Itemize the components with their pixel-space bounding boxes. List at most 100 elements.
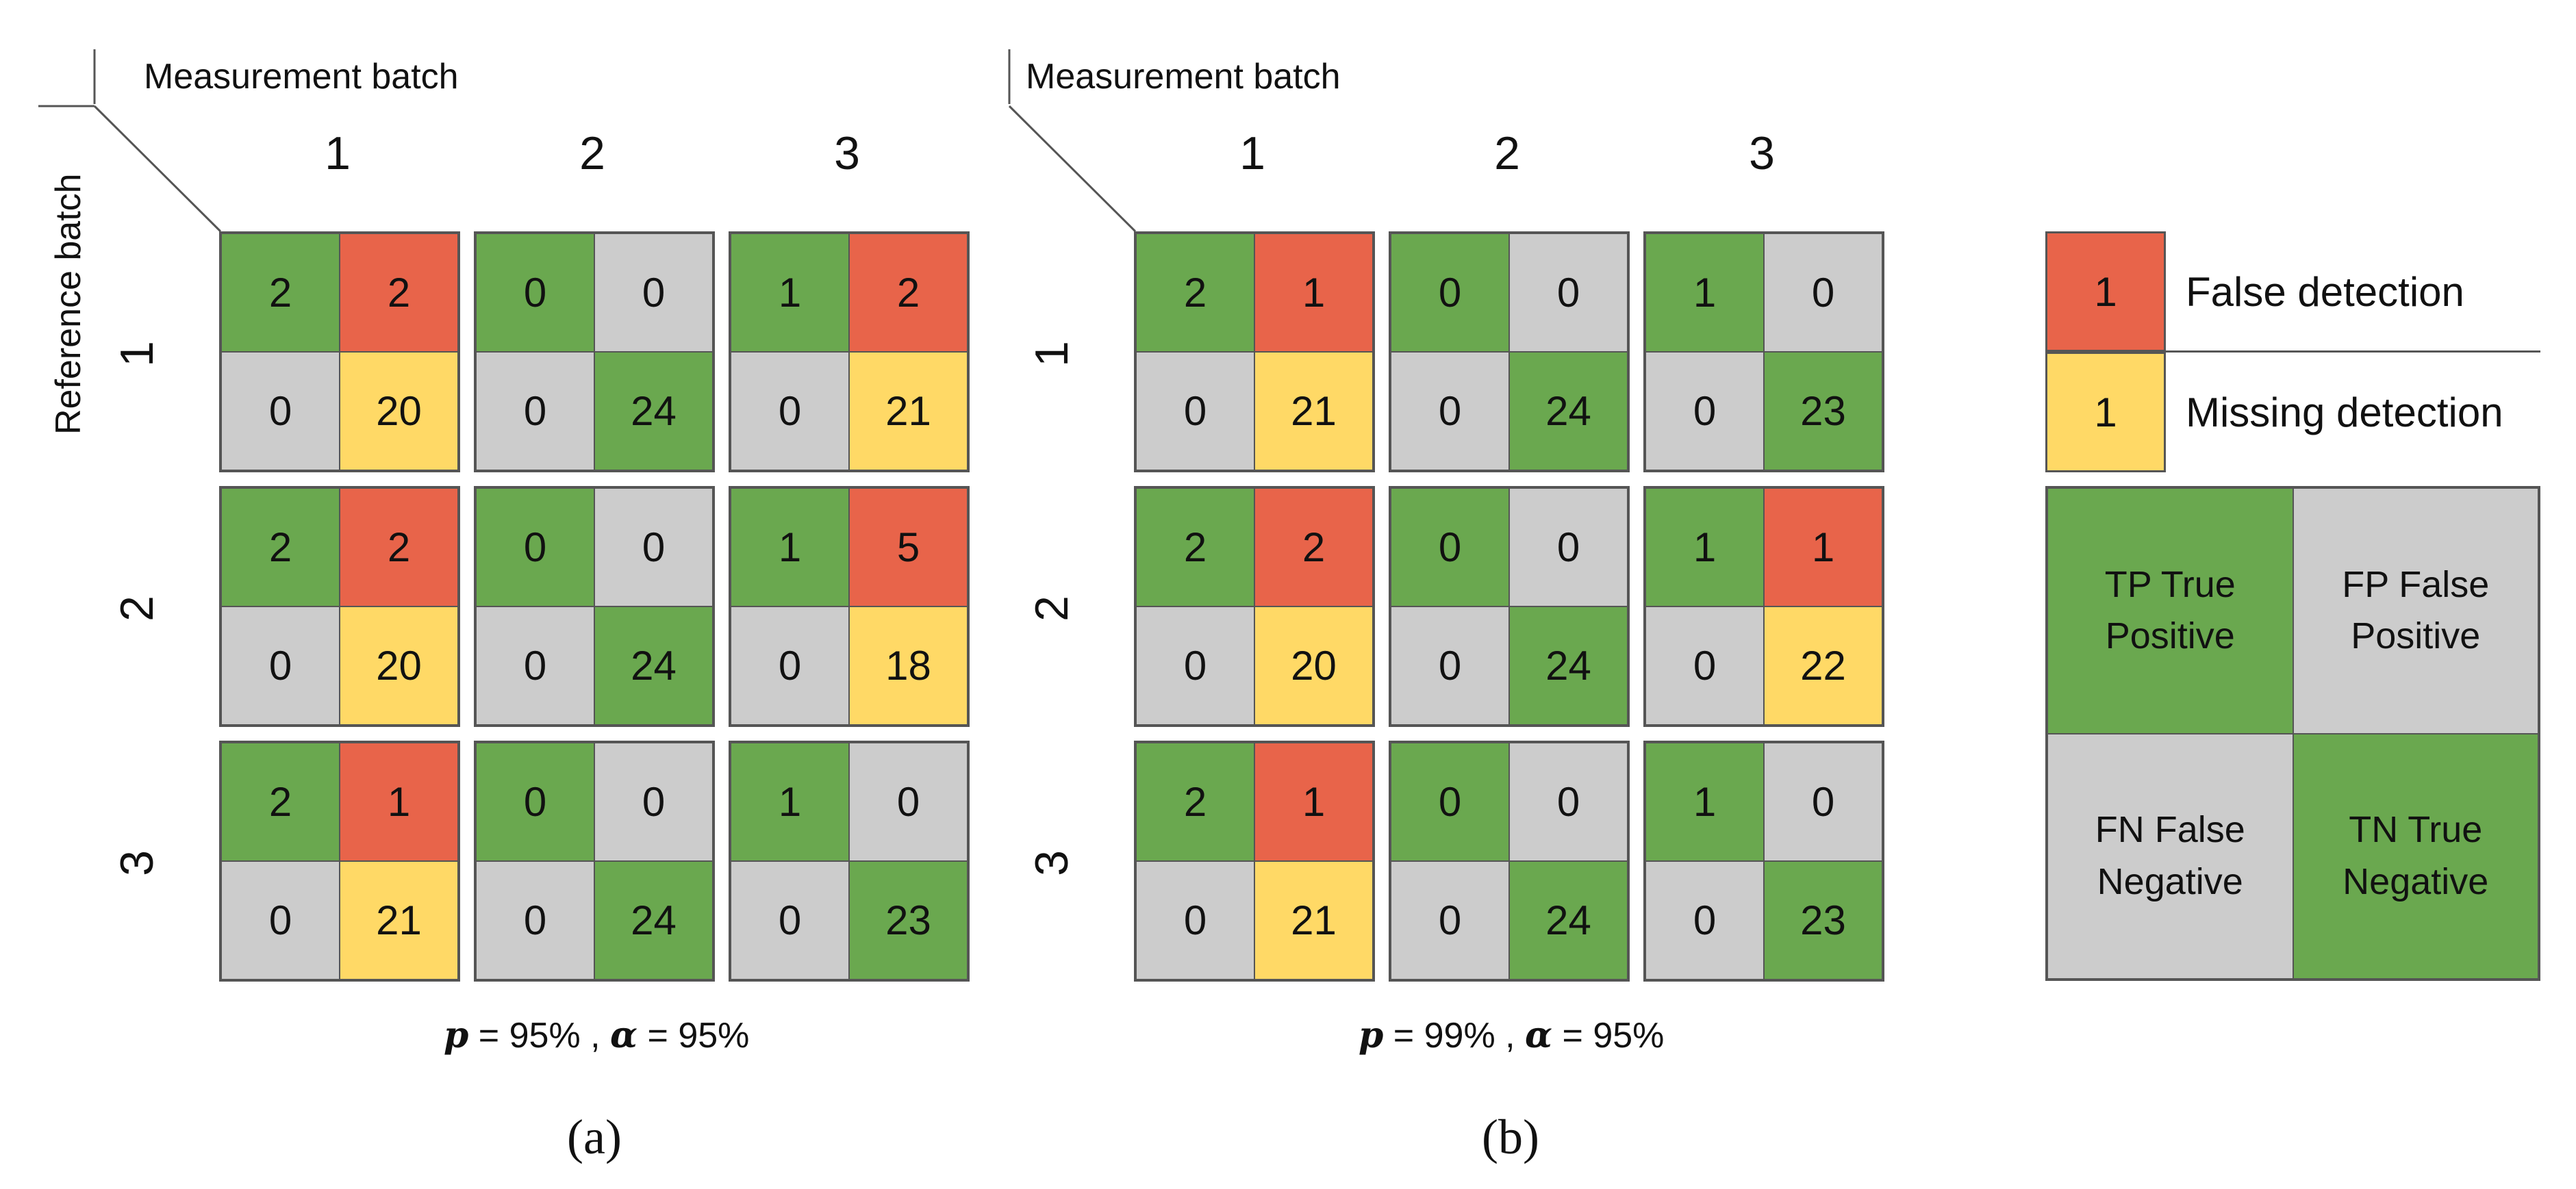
false-positive-cell: 1 bbox=[340, 743, 458, 861]
caption-alpha-value: = 95% bbox=[637, 1016, 750, 1056]
caption-p-value: = 99% , bbox=[1383, 1016, 1526, 1056]
caption-p-symbol: p bbox=[1359, 1014, 1384, 1056]
key-true-positive: TP True Positive bbox=[2047, 488, 2293, 734]
true-negative-cell: 20 bbox=[1254, 606, 1373, 725]
row-number-3: 3 bbox=[111, 850, 163, 876]
true-positive-cell: 1 bbox=[731, 743, 849, 861]
false-positive-cell: 2 bbox=[340, 488, 458, 606]
true-negative-cell: 20 bbox=[340, 606, 458, 725]
false-positive-cell: 0 bbox=[594, 233, 713, 352]
true-negative-cell: 21 bbox=[849, 352, 968, 470]
true-negative-cell: 24 bbox=[1509, 352, 1628, 470]
false-negative-cell: 0 bbox=[1136, 861, 1254, 980]
true-positive-cell: 2 bbox=[221, 233, 340, 352]
key-false-negative: FN False Negative bbox=[2047, 733, 2293, 979]
panel-a: Measurement batch Reference batch 1 2 3 … bbox=[0, 0, 970, 1189]
false-negative-cell: 0 bbox=[1391, 606, 1509, 725]
false-negative-cell: 0 bbox=[1645, 352, 1764, 470]
subfigure-label-a: (a) bbox=[567, 1110, 622, 1164]
legend-missing-detection-swatch: 1 bbox=[2045, 352, 2166, 472]
true-negative-cell: 24 bbox=[1509, 606, 1628, 725]
true-negative-cell: 18 bbox=[849, 606, 968, 725]
false-negative-cell: 0 bbox=[731, 606, 849, 725]
false-negative-cell: 0 bbox=[221, 861, 340, 980]
row-number-2: 2 bbox=[111, 596, 163, 622]
false-negative-cell: 0 bbox=[221, 606, 340, 725]
false-negative-cell: 0 bbox=[1136, 352, 1254, 470]
true-positive-cell: 1 bbox=[1645, 743, 1764, 861]
caption-b: p = 99% , α = 95% bbox=[1359, 1014, 1664, 1056]
true-positive-cell: 0 bbox=[1391, 233, 1509, 352]
true-positive-cell: 1 bbox=[1645, 488, 1764, 606]
true-positive-cell: 2 bbox=[221, 743, 340, 861]
true-negative-cell: 20 bbox=[340, 352, 458, 470]
confusion-matrix-key: TP True Positive FP False Positive FN Fa… bbox=[2045, 486, 2540, 981]
false-positive-cell: 5 bbox=[849, 488, 968, 606]
caption-a: p = 95% , α = 95% bbox=[444, 1014, 749, 1056]
false-negative-cell: 0 bbox=[1645, 861, 1764, 980]
false-negative-cell: 0 bbox=[1391, 352, 1509, 470]
true-negative-cell: 24 bbox=[594, 606, 713, 725]
false-negative-cell: 0 bbox=[476, 861, 594, 980]
false-positive-cell: 2 bbox=[1254, 488, 1373, 606]
caption-alpha-value: = 95% bbox=[1552, 1016, 1665, 1056]
measurement-batch-label: Measurement batch bbox=[144, 57, 459, 97]
true-positive-cell: 0 bbox=[1391, 488, 1509, 606]
false-negative-cell: 0 bbox=[1645, 606, 1764, 725]
legend-divider bbox=[2164, 350, 2540, 353]
false-positive-cell: 0 bbox=[1509, 488, 1628, 606]
true-negative-cell: 24 bbox=[1509, 861, 1628, 980]
row-number-2: 2 bbox=[1026, 596, 1078, 622]
true-negative-cell: 21 bbox=[340, 861, 458, 980]
true-negative-cell: 22 bbox=[1764, 606, 1882, 725]
false-positive-cell: 0 bbox=[1764, 233, 1882, 352]
row-number-1: 1 bbox=[1026, 341, 1078, 367]
true-positive-cell: 2 bbox=[1136, 488, 1254, 606]
true-negative-cell: 24 bbox=[594, 352, 713, 470]
key-false-positive: FP False Positive bbox=[2293, 488, 2538, 734]
true-positive-cell: 0 bbox=[476, 488, 594, 606]
false-positive-cell: 2 bbox=[340, 233, 458, 352]
false-negative-cell: 0 bbox=[1391, 861, 1509, 980]
corner-diagonal bbox=[38, 49, 222, 233]
row-number-3: 3 bbox=[1026, 850, 1078, 876]
row-number-1: 1 bbox=[111, 341, 163, 367]
true-positive-cell: 2 bbox=[1136, 233, 1254, 352]
false-negative-cell: 0 bbox=[731, 352, 849, 470]
false-positive-cell: 1 bbox=[1764, 488, 1882, 606]
column-number-1: 1 bbox=[1239, 127, 1265, 179]
true-negative-cell: 24 bbox=[594, 861, 713, 980]
false-negative-cell: 0 bbox=[221, 352, 340, 470]
column-number-3: 3 bbox=[834, 127, 860, 179]
true-positive-cell: 0 bbox=[476, 743, 594, 861]
false-negative-cell: 0 bbox=[476, 352, 594, 470]
false-positive-cell: 0 bbox=[1764, 743, 1882, 861]
true-negative-cell: 23 bbox=[849, 861, 968, 980]
subfigure-label-b: (b) bbox=[1482, 1110, 1539, 1164]
caption-alpha-symbol: α bbox=[610, 1014, 638, 1056]
false-positive-cell: 1 bbox=[1254, 233, 1373, 352]
true-positive-cell: 2 bbox=[221, 488, 340, 606]
false-positive-cell: 0 bbox=[849, 743, 968, 861]
false-positive-cell: 0 bbox=[594, 488, 713, 606]
legend-missing-detection-label: Missing detection bbox=[2186, 389, 2503, 435]
false-negative-cell: 0 bbox=[476, 606, 594, 725]
true-positive-cell: 1 bbox=[731, 233, 849, 352]
column-number-3: 3 bbox=[1749, 127, 1775, 179]
column-number-1: 1 bbox=[325, 127, 351, 179]
true-positive-cell: 1 bbox=[1645, 233, 1764, 352]
true-positive-cell: 0 bbox=[1391, 743, 1509, 861]
caption-alpha-symbol: α bbox=[1525, 1014, 1553, 1056]
